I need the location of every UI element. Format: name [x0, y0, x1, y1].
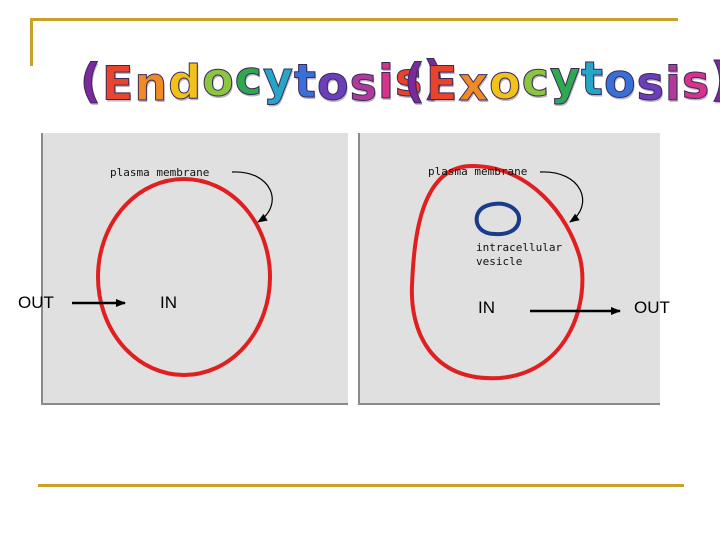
title-letter: i	[665, 56, 682, 111]
title-letter: s	[636, 56, 666, 111]
endocytosis-plasma-membrane	[96, 177, 272, 377]
title-letter: s	[394, 52, 424, 107]
endocytosis-title: (Endocytosis)	[79, 51, 446, 111]
title-letter: E	[102, 56, 135, 111]
title-letter: E	[426, 56, 459, 111]
title-letter: x	[458, 56, 490, 111]
frame-bottom-line	[38, 484, 684, 487]
endocytosis-membrane-label: plasma membrane	[110, 166, 210, 179]
title-letter: o	[489, 55, 522, 110]
title-letter: s	[349, 56, 379, 111]
exocytosis-plasma-membrane	[409, 163, 585, 381]
title-letter: d	[168, 55, 203, 110]
title-letter: y	[263, 51, 295, 106]
frame-left-line	[30, 18, 33, 66]
title-letter: y	[550, 51, 582, 106]
title-letter: n	[134, 56, 169, 111]
exocytosis-out-label: OUT	[634, 298, 670, 317]
title-letter: (	[79, 54, 103, 108]
title-letter: t	[294, 54, 318, 109]
title-letter: )	[423, 51, 446, 106]
exocytosis-panel	[358, 133, 660, 405]
endocytosis-membrane-pointer	[231, 171, 273, 223]
title-letter: i	[378, 55, 395, 110]
title-letter: c	[521, 52, 551, 107]
vesicle-label-line1: intracellular	[476, 241, 563, 254]
exocytosis-membrane-label: plasma membrane	[428, 165, 528, 178]
exocytosis-title: (Exocytosis)	[403, 51, 720, 111]
exocytosis-in-label: IN	[478, 298, 495, 317]
exocytosis-membrane-pointer	[539, 171, 584, 223]
endocytosis-out-label: OUT	[18, 293, 54, 312]
title-letter: (	[403, 54, 427, 108]
title-letter: o	[317, 56, 350, 111]
title-letter: o	[202, 52, 235, 107]
intracellular-vesicle	[474, 201, 521, 237]
frame-top-line	[30, 18, 678, 21]
title-letter: s	[681, 55, 711, 110]
title-letter: o	[604, 54, 637, 109]
title-letter: c	[234, 51, 264, 106]
endocytosis-in-label: IN	[160, 293, 177, 312]
title-letter: )	[710, 56, 720, 103]
title-letter: t	[581, 51, 605, 106]
vesicle-label-line2: vesicle	[476, 255, 523, 268]
